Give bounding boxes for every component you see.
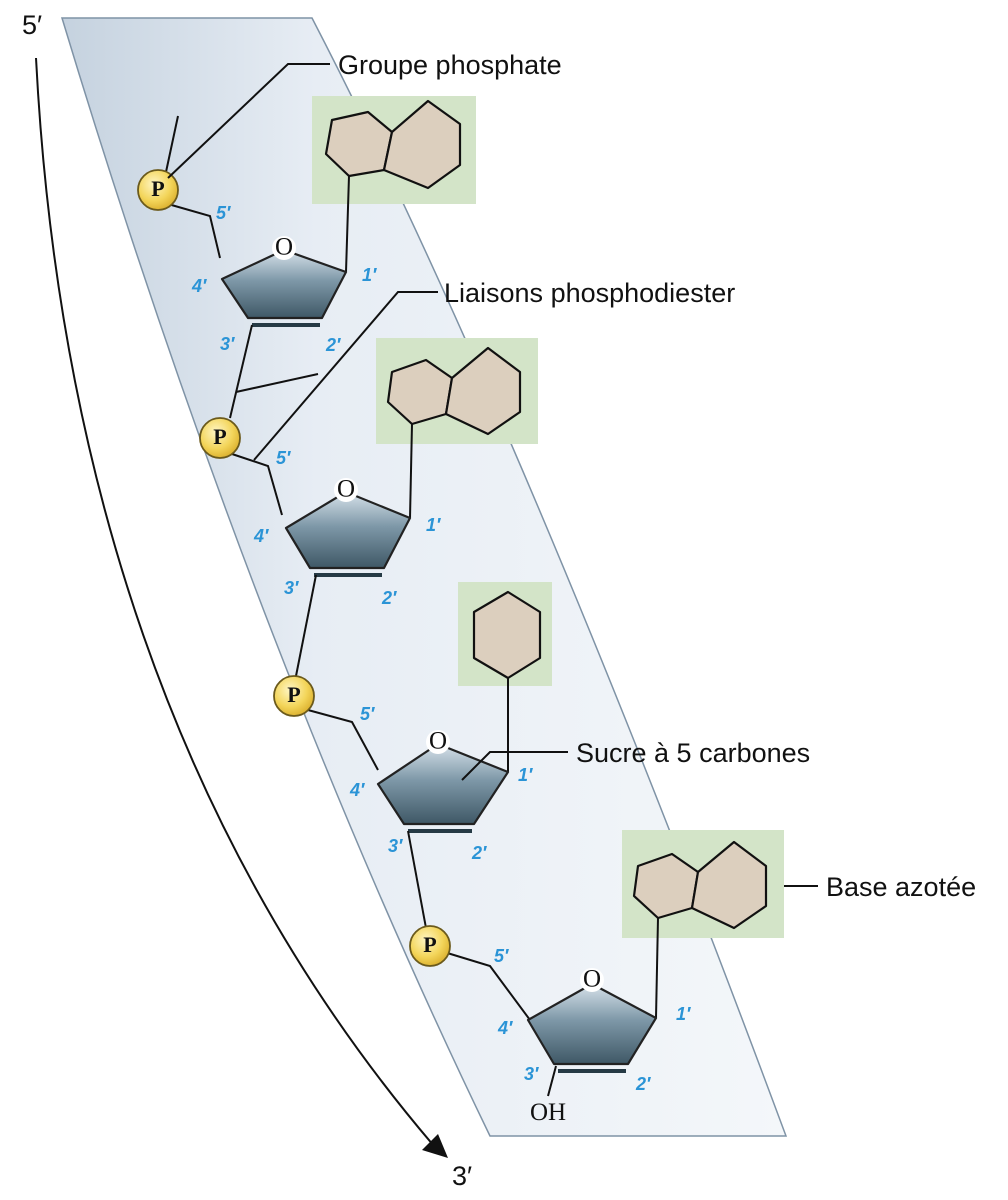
c5-linker (167, 203, 221, 259)
carbon-4-label: 4′ (253, 526, 269, 546)
five-prime-label: 5′ (22, 10, 42, 40)
ring-oxygen: O (337, 476, 355, 503)
phosphate-group-1: P (137, 169, 179, 211)
carbon-2-label: 2′ (635, 1074, 651, 1094)
ring-oxygen: O (429, 728, 447, 755)
carbon-2-label: 2′ (381, 588, 397, 608)
phosphodiester-marker-line (235, 373, 319, 393)
carbon-2-label: 2′ (471, 843, 487, 863)
five-carbon-sugar-label: Sucre à 5 carbones (576, 738, 810, 768)
phosphate-group-3: P (273, 675, 315, 717)
sugar-ring: O (376, 728, 510, 833)
carbon-5-label: 5′ (276, 448, 291, 468)
carbon-1-label: 1′ (362, 265, 377, 285)
c5-linker (231, 453, 283, 516)
carbon-3-label: 3′ (220, 334, 235, 354)
carbon-1-label: 1′ (518, 765, 533, 785)
carbon-5-label: 5′ (494, 946, 509, 966)
phosphate-group-2: P (199, 417, 241, 459)
three-prime-label: 3′ (452, 1161, 472, 1191)
sugar-ring: O (284, 476, 412, 577)
nucleotide-2: O 5′ 4′ 1′ 3′ 2′ (229, 324, 538, 608)
nucleotide-3: O 5′ 4′ 1′ 3′ 2′ (295, 574, 552, 863)
sugar-ring: O (220, 234, 348, 327)
carbon-4-label: 4′ (349, 780, 365, 800)
carbon-4-label: 4′ (191, 276, 207, 296)
phosphodiester-leader-line (253, 291, 438, 461)
svg-text:P: P (213, 424, 226, 449)
carbon-1-label: 1′ (676, 1004, 691, 1024)
glycosidic-bond (655, 917, 659, 1019)
svg-text:P: P (287, 682, 300, 707)
phosphate-leader-line (167, 63, 330, 179)
ring-oxygen: O (583, 966, 601, 993)
sugar-leader-line (461, 751, 568, 781)
phosphodiester-bond (295, 574, 317, 677)
ring-oxygen: O (275, 234, 293, 261)
base-2 (376, 338, 538, 444)
carbon-4-label: 4′ (497, 1018, 513, 1038)
nucleotide-4: O OH 5′ 4′ 1′ 3′ 2′ (407, 830, 784, 1126)
phosphate-group-4: P (409, 925, 451, 967)
c5-linker (307, 709, 379, 771)
carbon-3-label: 3′ (388, 836, 403, 856)
direction-arrowhead (422, 1134, 448, 1158)
carbon-5-label: 5′ (216, 203, 231, 223)
strand-start-line (165, 115, 179, 173)
direction-arrow (35, 57, 435, 1147)
three-prime-hydroxyl: OH (530, 1099, 566, 1126)
carbon-3-label: 3′ (284, 578, 299, 598)
base-4 (622, 830, 784, 938)
base-1 (312, 96, 476, 204)
hydroxyl-bond (547, 1065, 557, 1097)
glycosidic-bond (409, 423, 413, 519)
glycosidic-bond (345, 175, 350, 273)
base-3 (458, 582, 552, 686)
phosphate-group-label: Groupe phosphate (338, 50, 562, 80)
carbon-1-label: 1′ (426, 515, 441, 535)
nitrogenous-base-label: Base azotée (826, 872, 976, 902)
svg-text:P: P (423, 932, 436, 957)
sugar-ring: O (526, 966, 658, 1073)
phosphodiester-bond (229, 324, 253, 419)
svg-text:P: P (151, 176, 164, 201)
phosphodiester-bonds-label: Liaisons phosphodiester (444, 278, 735, 308)
c5-linker (443, 951, 531, 1021)
carbon-2-label: 2′ (325, 335, 341, 355)
nucleotide-1: O 5′ 4′ 1′ 3′ 2′ (165, 96, 476, 355)
phosphodiester-bond (407, 830, 427, 929)
carbon-3-label: 3′ (524, 1064, 539, 1084)
carbon-5-label: 5′ (360, 704, 375, 724)
